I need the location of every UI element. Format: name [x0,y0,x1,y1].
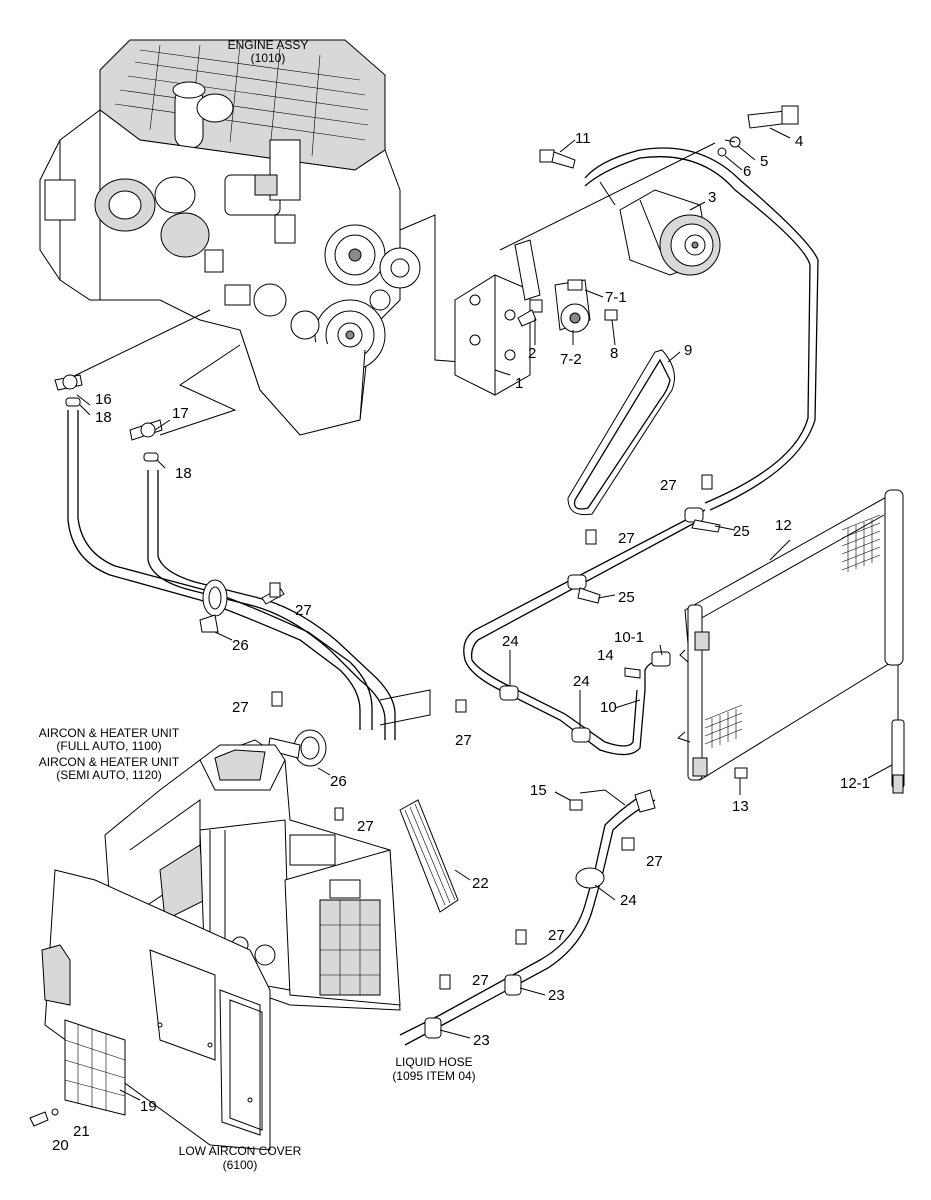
aircon-full-number: (FULL AUTO, 1100) [56,739,161,753]
receiver-drier [891,665,905,794]
callout-9: 9 [684,342,692,359]
condenser [677,489,904,781]
callout-27-d: 27 [232,699,249,716]
callout-7-2: 7-2 [560,351,582,368]
callout-24-a: 24 [502,633,519,650]
callout-1: 1 [515,375,523,392]
aircon-full-caption: AIRCON & HEATER UNIT [39,726,180,740]
bolts-27 [269,474,748,990]
callout-27-a: 27 [660,477,677,494]
callout-24-c: 24 [620,892,637,909]
clamps-23 [424,974,522,1039]
callout-8: 8 [610,345,618,362]
callout-22: 22 [472,875,489,892]
louver-grille [64,1019,126,1116]
ac-compressor [619,189,721,276]
callout-27-i: 27 [472,972,489,989]
callout-17: 17 [172,405,189,422]
aircon-semi-caption: AIRCON & HEATER UNIT [39,755,180,769]
callout-12: 12 [775,517,792,534]
water-valves [54,374,163,462]
liquid-hose-caption: LIQUID HOSE [395,1055,472,1069]
callout-12-1: 12-1 [840,775,870,792]
callout-27-g: 27 [646,853,663,870]
callout-11: 11 [575,130,591,147]
low-cover-caption: LOW AIRCON COVER [179,1144,302,1158]
callout-18-a: 18 [95,409,112,426]
leader-lines [76,127,893,1101]
callout-14: 14 [597,647,614,664]
callout-25-a: 25 [733,523,750,540]
callout-27-c: 27 [295,602,312,619]
callout-25-b: 25 [618,589,635,606]
engine-assembly [39,39,421,436]
callout-10-1: 10-1 [614,629,644,646]
callout-23-a: 23 [548,987,565,1004]
engine-assy-caption: ENGINE ASSY [228,38,309,52]
callout-27-b: 27 [618,530,635,547]
callout-24-b: 24 [573,673,590,690]
callout-19: 19 [140,1098,157,1115]
liquid-hose-number: (1095 ITEM 04) [392,1069,475,1083]
clamps-24 [499,685,591,743]
low-cover-number: (6100) [223,1158,258,1172]
callout-2: 2 [528,345,536,362]
callout-21: 21 [73,1123,90,1140]
liquid-line [399,789,651,1036]
callout-18-b: 18 [175,465,192,482]
callout-6: 6 [743,163,751,180]
callout-20: 20 [52,1137,69,1154]
callout-16: 16 [95,391,112,408]
callout-27-e: 27 [455,732,472,749]
low-aircon-cover [41,869,271,1151]
clamps-25 [567,507,721,604]
callout-27-f: 27 [357,818,374,835]
callout-5: 5 [760,153,768,170]
callout-26-a: 26 [232,637,249,654]
hose-clamp-26-lower [267,729,327,767]
callout-10: 10 [600,699,617,716]
v-belt [573,358,671,510]
callout-3: 3 [708,189,716,206]
idler-tensioner [554,279,591,333]
callout-27-h: 27 [548,927,565,944]
callout-23-b: 23 [473,1032,490,1049]
callout-numbers: 11 4 5 6 3 7-1 2 7-2 8 9 1 16 18 17 18 2… [52,130,870,1154]
captions: ENGINE ASSY (1010) AIRCON & HEATER UNIT … [39,38,476,1172]
engine-assy-number: (1010) [251,51,286,65]
heater-hoses [67,410,431,740]
callout-4: 4 [795,133,803,150]
aircon-semi-number: (SEMI AUTO, 1120) [56,768,162,782]
callout-13: 13 [732,798,749,815]
callout-15: 15 [530,782,547,799]
callout-26-b: 26 [330,773,347,790]
air-filter [399,799,459,913]
callout-7-1: 7-1 [605,289,627,306]
compressor-bracket [454,239,541,396]
